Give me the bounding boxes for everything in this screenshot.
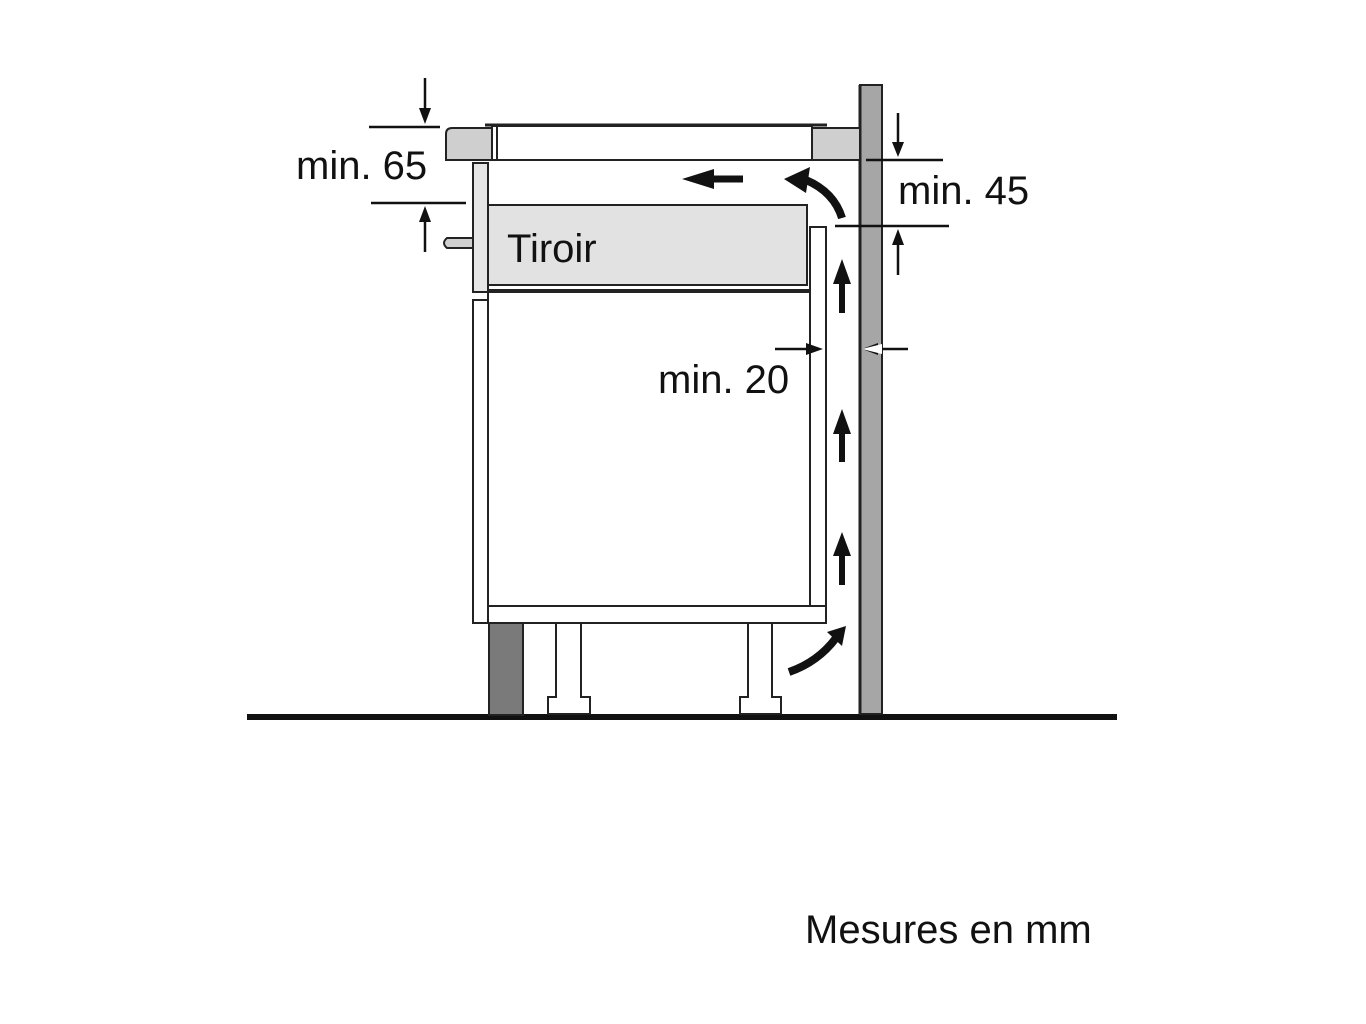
dimension-label-min-45: min. 45 xyxy=(898,169,1030,213)
dimension-label-min-20: min. 20 xyxy=(658,358,790,402)
rear-panel xyxy=(809,226,827,624)
dimension-min-45 xyxy=(835,113,949,275)
airflow-arrow-left xyxy=(682,169,714,189)
airflow-arrow-curve-bottom xyxy=(787,635,840,676)
plinth xyxy=(488,622,524,716)
airflow-arrow-up-3 xyxy=(833,259,851,284)
units-note: Mesures en mm xyxy=(805,908,1092,952)
front-panel-upper xyxy=(472,162,489,293)
dimension-min-20 xyxy=(775,343,908,355)
wall xyxy=(859,84,883,715)
drawer-handle xyxy=(443,237,474,249)
cabinet-bottom xyxy=(487,605,827,624)
airflow-arrow-up-1 xyxy=(833,532,851,556)
dimension-label-min-65: min. 65 xyxy=(296,144,428,188)
dimension-min-65 xyxy=(369,78,466,252)
drawer-label: Tiroir xyxy=(507,227,597,271)
airflow-arrows xyxy=(682,167,851,676)
drawer xyxy=(487,204,808,286)
hob xyxy=(445,123,861,161)
cabinet-leg-right xyxy=(739,622,782,715)
airflow-arrow-up-2 xyxy=(833,409,851,434)
cabinet-leg-left xyxy=(547,622,591,715)
front-panel-lower xyxy=(472,299,489,624)
airflow-arrow-curve-top xyxy=(804,176,846,220)
cabinet-body xyxy=(487,291,811,607)
